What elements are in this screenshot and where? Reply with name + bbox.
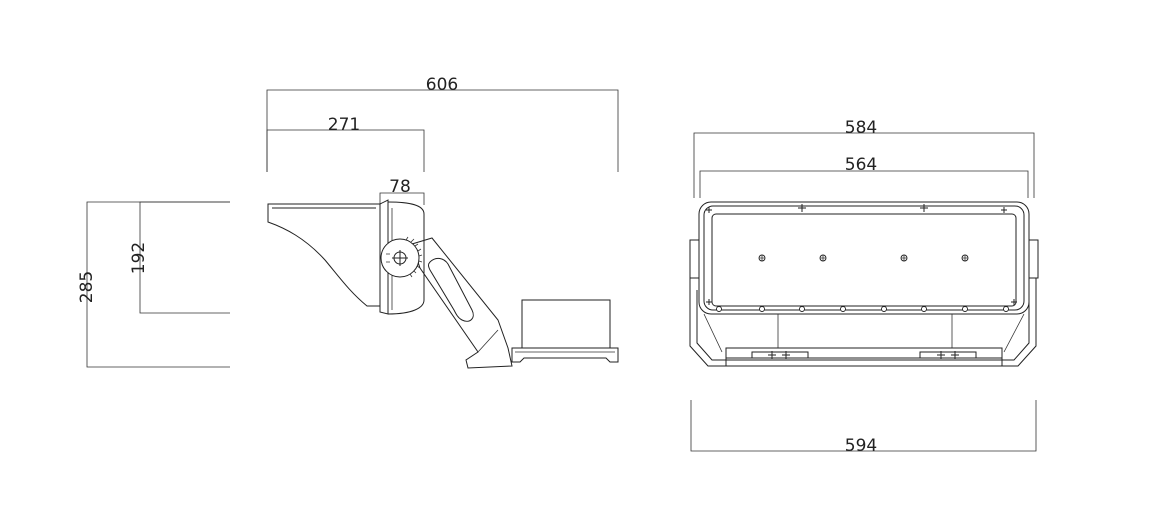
dimension-label-192: 192 [129,242,149,274]
dimension-285: 285 [77,201,230,368]
front-mounting-plate [725,347,1003,358]
dimension-78: 78 [379,177,425,205]
dimension-584: 584 [693,118,1035,198]
driver-box [511,299,619,363]
pivot-hub [380,236,423,278]
dimension-label-271: 271 [328,115,360,135]
dimension-label-285: 285 [77,271,97,303]
dimension-192: 192 [129,201,230,314]
dimension-271: 271 [266,115,425,172]
dimension-564: 564 [699,155,1029,198]
side-housing [267,203,381,307]
front-lens [711,213,1017,307]
side-bracket-arm [411,237,513,369]
side-view: 606 271 78 285 192 [77,75,619,369]
dimension-594: 594 [690,400,1037,456]
front-view: 584 564 594 [689,118,1039,456]
fastener-set [706,204,1017,359]
front-housing [698,201,1030,315]
dimension-label-78: 78 [389,177,411,197]
dimension-label-584: 584 [845,118,877,138]
front-bracket [689,278,1037,367]
dimension-label-564: 564 [845,155,877,175]
dimension-label-594: 594 [845,436,877,456]
dimension-label-606: 606 [426,75,458,95]
dimension-606: 606 [266,75,619,172]
